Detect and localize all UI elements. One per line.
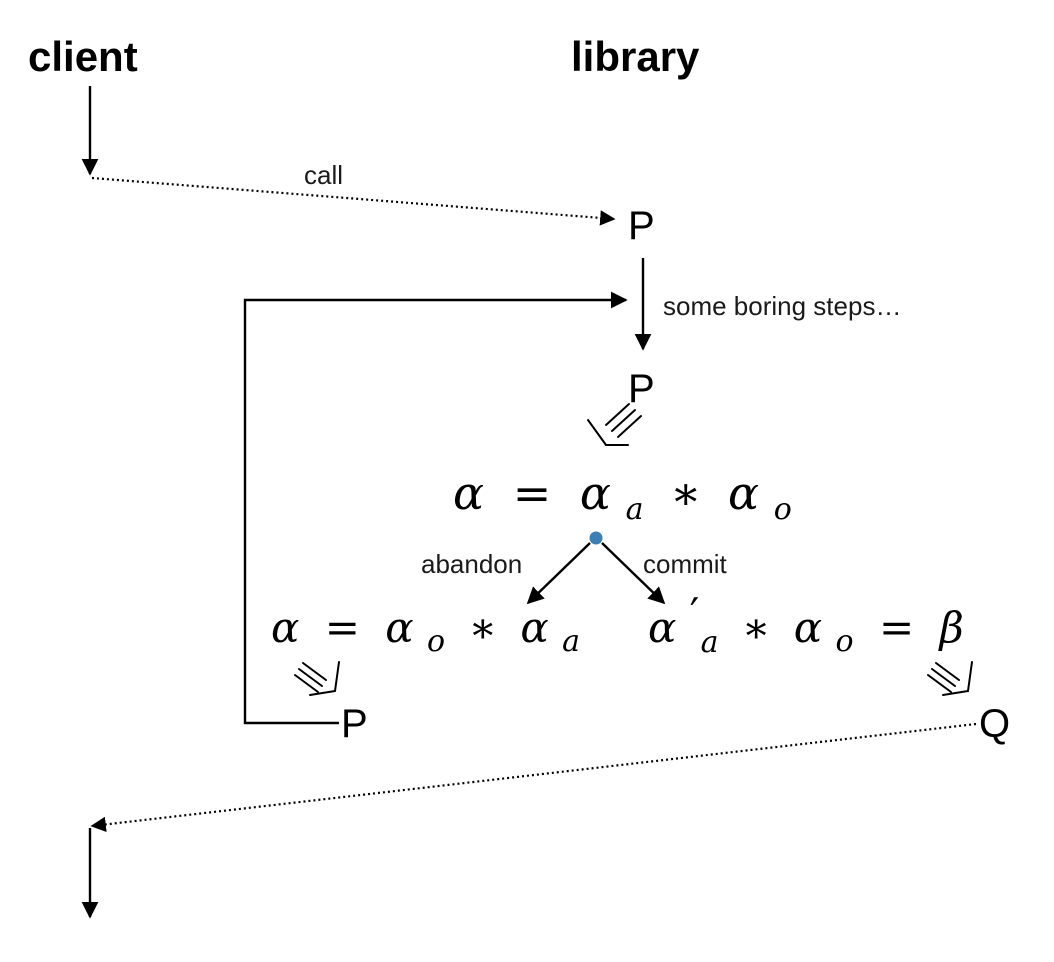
call-arrow (91, 176, 616, 226)
node-p-loop: P (341, 702, 368, 746)
node-q-exit: Q (979, 702, 1010, 746)
abandon-alpha-a: α (520, 603, 548, 652)
formula-split: α = α a ∗ α o (453, 466, 792, 530)
library-heading: library (571, 33, 700, 80)
client-heading: client (28, 33, 138, 80)
decompose-arrow-icon (587, 403, 642, 446)
abandon-entail-arrow-icon (294, 661, 340, 696)
commit-alpha-o: α (794, 603, 822, 652)
commit-entail-arrow-icon (927, 661, 973, 696)
commit-sub-a: a (701, 625, 719, 660)
commit-arrow (601, 542, 666, 605)
formula-abandon-result: α = α o ∗ α a (271, 603, 580, 661)
branch-point (589, 531, 603, 545)
split-sub-o: o (774, 492, 792, 527)
commit-prime: ′ (690, 589, 700, 638)
abandon-equals: = (325, 603, 360, 652)
split-star: ∗ (670, 466, 701, 520)
abandon-sub-o: o (427, 624, 445, 659)
commit-alpha-a: α (648, 603, 676, 652)
commit-label: commit (643, 549, 728, 579)
node-p-after-steps: P (628, 367, 655, 411)
commit-beta: β (938, 603, 964, 652)
loop-back-arrow (243, 291, 628, 725)
abandon-sub-a: a (562, 624, 580, 659)
call-label: call (304, 160, 343, 190)
commit-star: ∗ (742, 603, 771, 652)
split-equals: = (513, 466, 552, 520)
split-alpha-o: α (728, 466, 759, 520)
node-p-entry: P (628, 204, 655, 248)
abandon-lhs: α (271, 603, 299, 652)
formula-commit-result: α ′ a ∗ α o = β (648, 589, 964, 662)
split-alpha-a: α (580, 466, 611, 520)
abandon-label: abandon (421, 549, 522, 579)
abandon-alpha-o: α (385, 603, 413, 652)
return-arrow (90, 722, 977, 833)
abandon-star: ∗ (468, 603, 497, 652)
boring-steps-label: some boring steps… (663, 291, 901, 321)
abandon-arrow (526, 542, 591, 605)
split-sub-a: a (626, 492, 644, 527)
split-lhs: α (453, 466, 484, 520)
commit-equals: = (879, 603, 914, 652)
commit-sub-o: o (836, 624, 854, 659)
